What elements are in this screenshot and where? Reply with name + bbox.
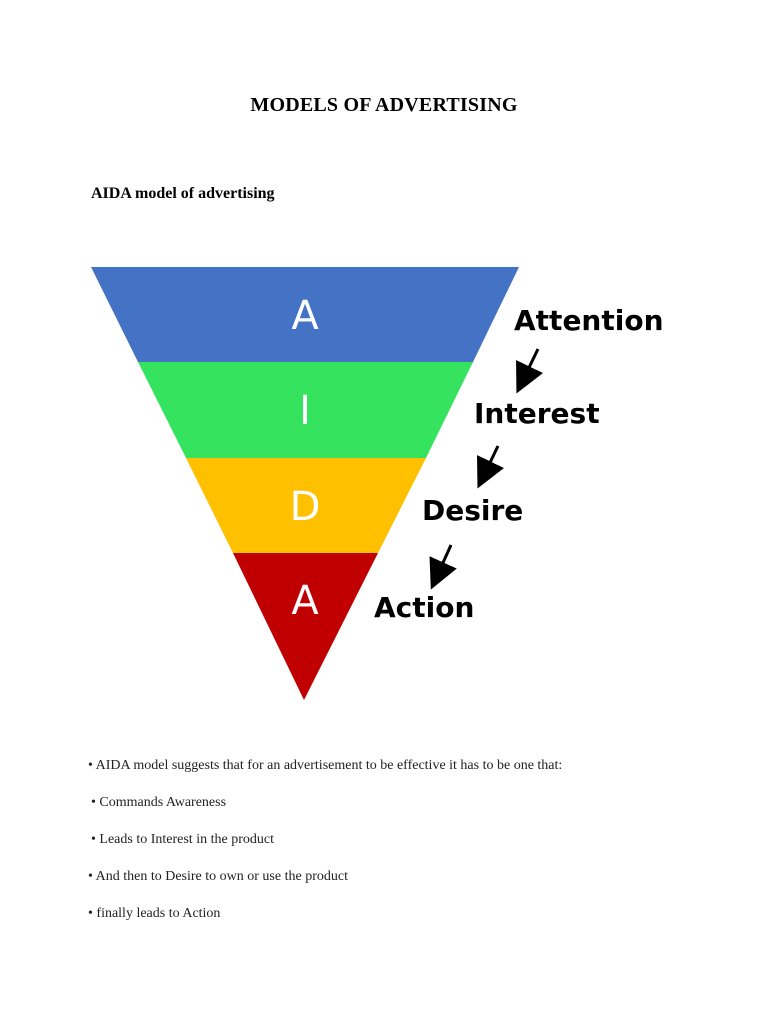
funnel-band-interest (138, 362, 473, 458)
list-item: • AIDA model suggests that for an advert… (88, 758, 563, 773)
page-title: MODELS OF ADVERTISING (250, 94, 518, 116)
funnel-letter-desire: D (290, 484, 321, 530)
stage-label-interest: Interest (474, 397, 600, 430)
funnel-letter-action: A (291, 578, 319, 624)
funnel-band-desire (186, 458, 426, 553)
funnel-band-attention (91, 267, 519, 362)
arrow-down-left-icon (477, 445, 505, 489)
list-item: • finally leads to Action (88, 906, 221, 921)
stage-label-attention: Attention (514, 304, 664, 337)
stage-label-desire: Desire (422, 494, 523, 527)
funnel-letter-attention: A (291, 293, 319, 339)
section-heading: AIDA model of advertising (91, 185, 275, 202)
arrow-down-left-icon (516, 348, 544, 394)
list-item: • And then to Desire to own or use the p… (88, 869, 348, 884)
aida-bullet-list: • AIDA model suggests that for an advert… (88, 756, 562, 941)
stage-label-action: Action (374, 591, 474, 624)
list-item: • Commands Awareness (91, 795, 227, 810)
list-item: • Leads to Interest in the product (91, 832, 274, 847)
funnel-letter-interest: I (299, 388, 311, 434)
arrow-down-left-icon (429, 544, 457, 590)
funnel-band-action (233, 553, 378, 700)
